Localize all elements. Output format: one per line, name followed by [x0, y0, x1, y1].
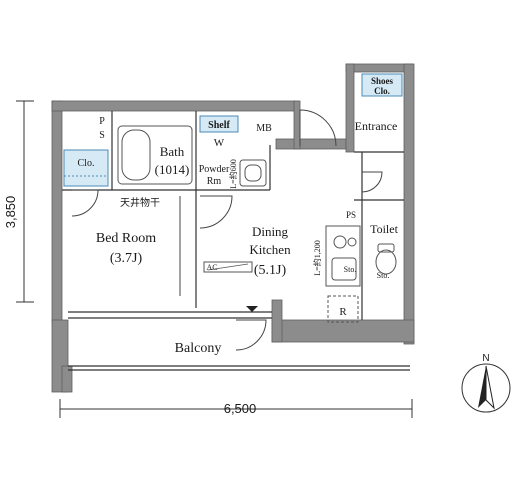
- kitchen-storage-label: Sto.: [344, 265, 357, 274]
- closet-label: Clo.: [78, 158, 95, 169]
- north-compass-icon: [461, 363, 511, 413]
- interior-walls: [62, 111, 410, 371]
- entrance-marker-icon: [246, 306, 258, 312]
- shoes-closet-label-1: Shoes: [371, 76, 394, 86]
- shelf-label: Shelf: [208, 120, 230, 131]
- toilet-storage-label: Sto.: [377, 271, 390, 280]
- balcony-name: Balcony: [175, 341, 222, 356]
- ps-label-top-s: S: [99, 130, 105, 141]
- ac-label: AC: [206, 263, 217, 272]
- w-label: W: [214, 137, 225, 149]
- mb-label: MB: [256, 123, 272, 134]
- height-dimension-label: 3,850: [3, 196, 18, 229]
- toilet-name: Toilet: [370, 222, 398, 236]
- washbasin: [239, 159, 267, 187]
- shoes-closet-label-2: Clo.: [374, 86, 390, 96]
- toilet-fixture: [375, 243, 397, 275]
- ps-label-right: PS: [346, 210, 356, 220]
- bedroom-name: Bed Room: [96, 231, 156, 246]
- indoor-drying-label: 天井物干: [120, 196, 160, 209]
- shoes-closet-storage: [361, 73, 403, 97]
- bedroom-size: (3.7J): [110, 251, 143, 266]
- doors: [71, 109, 383, 351]
- ps-label-top-p: P: [99, 116, 105, 127]
- ac-unit: [203, 261, 253, 273]
- bath-name: Bath: [160, 144, 185, 159]
- closet-storage: [63, 149, 109, 187]
- dimension-lines: [16, 100, 413, 418]
- walls: [51, 63, 415, 393]
- bath-size: (1014): [155, 162, 190, 177]
- fridge-label: R: [339, 306, 347, 318]
- dining-name-line2: Kitchen: [249, 242, 291, 257]
- kitchen-counter: [325, 225, 361, 287]
- washbasin-spec-label: L=約600: [228, 159, 238, 188]
- north-label: N: [482, 353, 489, 364]
- powder-room-line2: Rm: [207, 176, 222, 187]
- fridge-space: [327, 295, 359, 323]
- dining-name-line1: Dining: [252, 224, 289, 239]
- dining-size: (5.1J): [254, 263, 287, 278]
- shelf-storage: [199, 115, 239, 133]
- entrance-name: Entrance: [355, 119, 398, 133]
- kitchen-spec-label: L=約1,200: [312, 240, 322, 275]
- width-dimension-label: 6,500: [224, 401, 257, 416]
- powder-room-line1: Powder: [199, 164, 230, 175]
- bathtub: [117, 125, 193, 185]
